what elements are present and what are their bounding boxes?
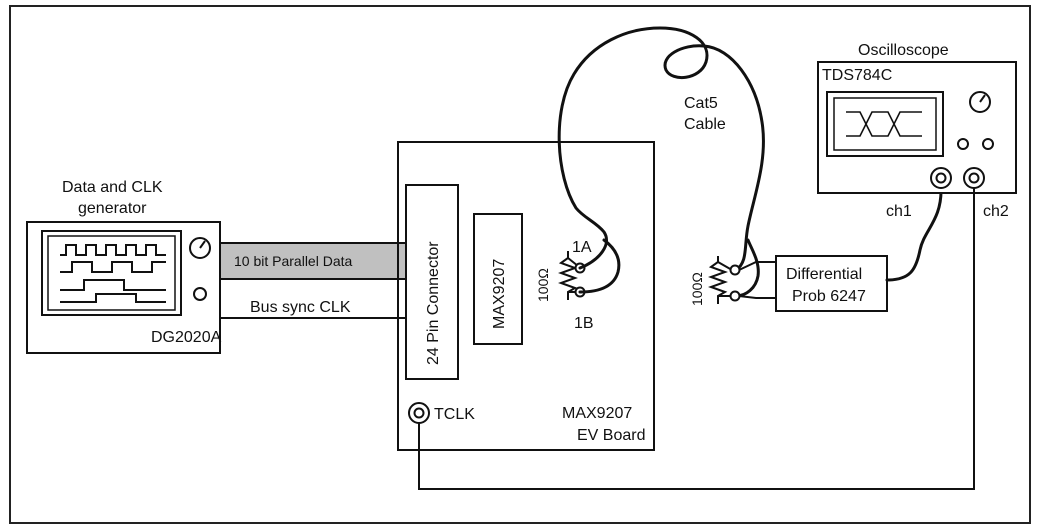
generator-title-line2: generator [78, 200, 147, 217]
bus-sync-clk-label: Bus sync CLK [250, 299, 351, 316]
generator-waveform-1 [60, 244, 166, 256]
ev-board-name-line1: MAX9207 [562, 405, 632, 422]
generator-model: DG2020A [151, 329, 222, 346]
ch2-connector-inner [968, 172, 980, 184]
generator-waveform-4 [60, 293, 166, 303]
receiver-resistor [708, 256, 728, 304]
cat5-cable [557, 26, 765, 272]
differential-probe[interactable]: Differential Prob 6247 [775, 255, 888, 312]
max9207-ev-board: 24 Pin Connector MAX9207 100Ω 1A 1B TCLK… [397, 141, 655, 451]
pin-1b-label: 1B [574, 315, 594, 332]
tclk-to-ch2-wire [418, 188, 975, 490]
max9207-chip-label: MAX9207 [491, 259, 508, 329]
generator-waveform-2 [60, 261, 166, 273]
pin-1a-label: 1A [572, 239, 592, 256]
oscilloscope-knob-mark [979, 94, 986, 103]
oscilloscope-button-right[interactable] [982, 138, 994, 150]
generator-knob-mark [199, 240, 206, 249]
board-resistor-label: 100Ω [535, 268, 551, 302]
pin-connector-24 [405, 184, 459, 380]
receiver-terminal-negative [729, 290, 741, 302]
ch1-connector-inner [935, 172, 947, 184]
tclk-label: TCLK [434, 406, 475, 423]
max9207-chip [473, 213, 523, 345]
pin-connector-label: 24 Pin Connector [425, 241, 442, 365]
oscilloscope-screen [833, 97, 937, 151]
ch1-label: ch1 [886, 203, 912, 220]
probe-label-line2: Prob 6247 [792, 288, 866, 305]
oscilloscope[interactable]: TDS784C [817, 61, 1017, 194]
oscilloscope-title: Oscilloscope [858, 42, 949, 59]
oscilloscope-button-left[interactable] [957, 138, 969, 150]
oscilloscope-model: TDS784C [822, 67, 892, 84]
ev-board-name-line2: EV Board [577, 427, 645, 444]
cable-label-line1: Cat5 [684, 95, 718, 112]
ch2-label: ch2 [983, 203, 1009, 220]
probe-body [775, 255, 888, 312]
probe-label-line1: Differential [786, 266, 862, 283]
parallel-data-label: 10 bit Parallel Data [234, 253, 353, 269]
cable-label-line2: Cable [684, 116, 726, 133]
receiver-terminal-positive [729, 264, 741, 276]
ev-board-outline [397, 141, 655, 451]
generator-button[interactable] [193, 287, 207, 301]
data-clk-generator[interactable]: DG2020A [26, 221, 222, 354]
board-resistor [558, 251, 578, 300]
probe-cable-ch1 [885, 186, 943, 282]
cat5-cable-return [578, 238, 760, 298]
eye-pattern [846, 111, 922, 137]
probe-lead-negative [738, 295, 776, 299]
tclk-connector-inner [413, 407, 425, 419]
receiver-resistor-label: 100Ω [689, 272, 705, 306]
generator-waveform-3 [60, 279, 166, 291]
generator-title-line1: Data and CLK [62, 179, 163, 196]
probe-lead-positive [738, 261, 776, 271]
